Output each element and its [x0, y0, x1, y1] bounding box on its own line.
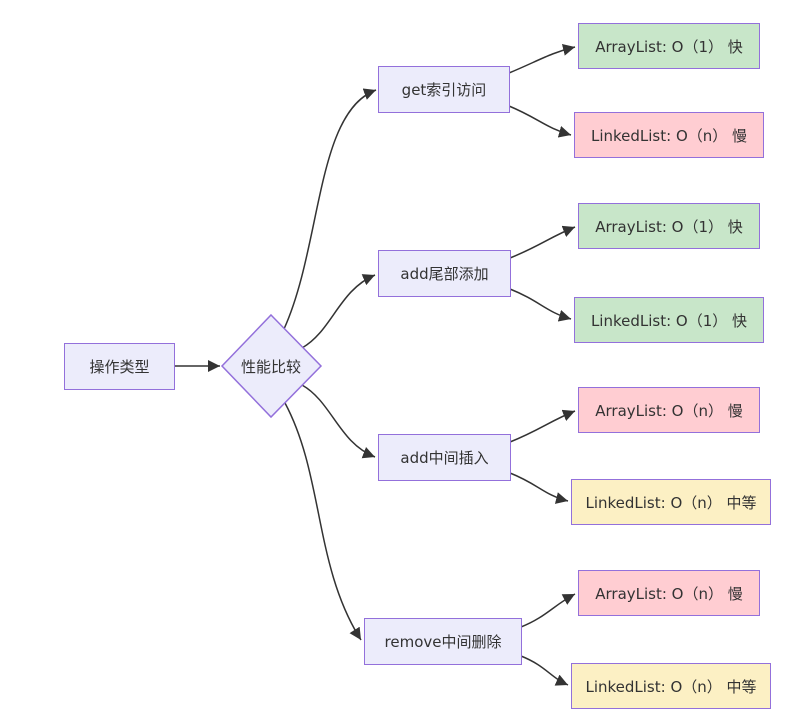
node-operation-type: 操作类型 — [64, 343, 175, 390]
node-result-linkedlist-add-middle: LinkedList: O（n） 中等 — [571, 479, 771, 525]
edge-op-1-result-1 — [509, 288, 572, 322]
edge-op-2-result-0 — [509, 409, 576, 443]
node-result-linkedlist-remove-middle: LinkedList: O（n） 中等 — [571, 663, 771, 709]
node-result-arraylist-get: ArrayList: O（1） 快 — [578, 23, 760, 69]
edge-decision-op-0 — [283, 88, 377, 330]
edge-op-1-result-0 — [509, 225, 576, 259]
node-op-add-tail: add尾部添加 — [378, 250, 511, 297]
edge-op-0-result-0 — [508, 43, 576, 74]
node-result-linkedlist-add-tail: LinkedList: O（1） 快 — [574, 297, 764, 343]
node-performance-comparison: 性能比较 — [240, 357, 301, 376]
edge-op-3-result-1 — [520, 655, 569, 686]
edge-op-0-result-1 — [508, 105, 572, 138]
edge-op-3-result-0 — [520, 593, 576, 628]
edge-decision-op-2 — [301, 384, 376, 459]
node-result-arraylist-add-middle: ArrayList: O（n） 慢 — [578, 387, 760, 433]
node-op-get-index-access: get索引访问 — [378, 66, 510, 113]
edge-decision-op-3 — [284, 402, 362, 641]
node-result-arraylist-add-tail: ArrayList: O（1） 快 — [578, 203, 760, 249]
node-result-linkedlist-get: LinkedList: O（n） 慢 — [574, 112, 764, 158]
edge-op-2-result-1 — [509, 472, 569, 504]
node-op-add-middle: add中间插入 — [378, 434, 511, 481]
node-op-remove-middle: remove中间删除 — [364, 618, 522, 665]
edge-decision-op-1 — [301, 274, 376, 349]
node-result-arraylist-remove-middle: ArrayList: O（n） 慢 — [578, 570, 760, 616]
